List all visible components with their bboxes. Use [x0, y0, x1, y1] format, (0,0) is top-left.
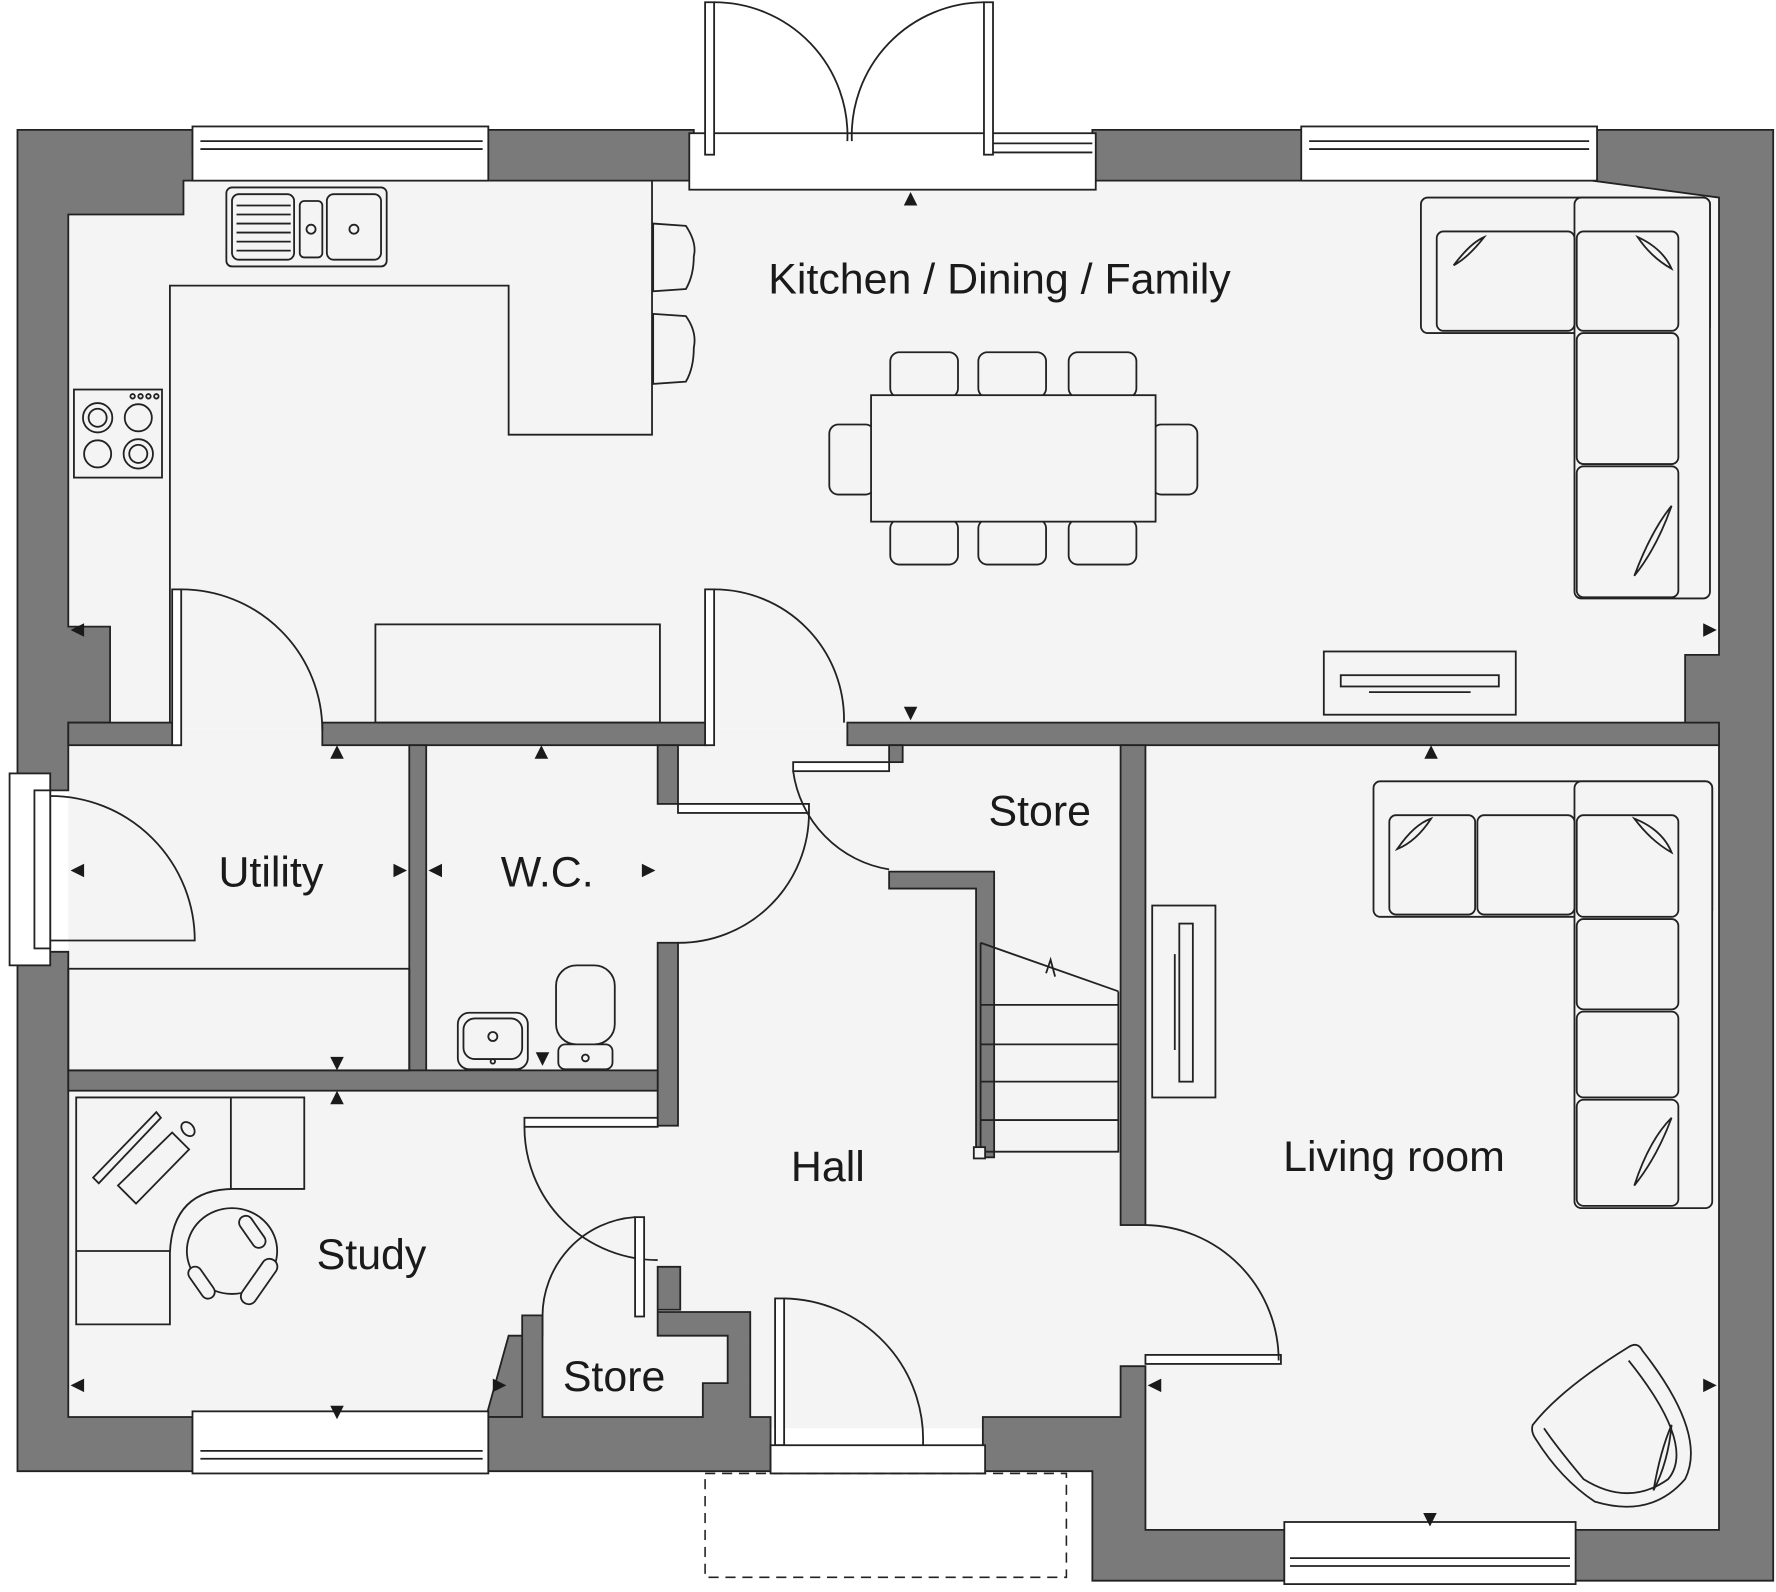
sink-icon: [225, 186, 388, 268]
corner-sofa-icon: [1420, 196, 1711, 600]
utility-worktop: [67, 967, 411, 1072]
french-doors-icon: [688, 1, 1097, 191]
dimension-markers: [70, 191, 1717, 1527]
window-icon: [191, 1410, 490, 1475]
staircase-icon: [972, 941, 1120, 1160]
corner-sofa-icon: [1372, 780, 1714, 1210]
dining-table-icon: [828, 351, 1199, 566]
toilet-icon: [555, 964, 616, 1071]
basin-icon: [456, 1011, 529, 1071]
room-labels: Kitchen / Dining / Family Utility W.C. S…: [218, 256, 1504, 1401]
interior-walls: [67, 721, 1720, 1226]
internal-doors: [171, 588, 1282, 1475]
porch-canopy-icon: [704, 1472, 1068, 1579]
desk-icon: [75, 1096, 306, 1326]
keyboard-icon: [116, 1121, 196, 1205]
room-label-kitchen: Kitchen / Dining / Family: [768, 256, 1231, 304]
room-label-wc: W.C.: [501, 848, 594, 896]
exterior-walls: [16, 128, 1775, 1582]
window-icon: [1283, 1521, 1577, 1585]
side-door-icon: [8, 772, 196, 967]
room-label-study: Study: [317, 1231, 427, 1279]
room-label-hall: Hall: [791, 1143, 865, 1191]
room-label-store-upper: Store: [988, 787, 1091, 835]
room-label-store-lower: Store: [563, 1353, 666, 1401]
windows: [8, 125, 1598, 1585]
armchair-icon: [1531, 1343, 1692, 1508]
window-icon: [1300, 125, 1598, 182]
bar-stool-icon: [652, 222, 696, 385]
window-icon: [191, 125, 490, 182]
room-label-utility: Utility: [218, 848, 323, 896]
media-unit-icon: [1322, 650, 1517, 716]
kitchen-worktops: [169, 180, 661, 724]
media-unit-icon: [1151, 904, 1217, 1099]
monitor-icon: [91, 1110, 163, 1185]
hob-icon: [73, 388, 163, 479]
office-chair-icon: [185, 1207, 279, 1306]
room-label-living: Living room: [1283, 1133, 1505, 1181]
